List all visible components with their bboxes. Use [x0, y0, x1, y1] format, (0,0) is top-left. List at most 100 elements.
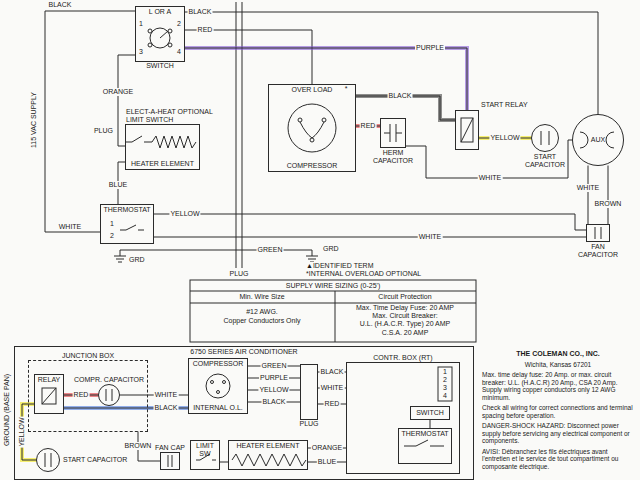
supply-wire — [45, 11, 135, 232]
wire-label: GRD — [128, 256, 146, 264]
wire-color-label: WHITE — [576, 184, 601, 192]
switch-terminal — [168, 43, 172, 47]
part-name: THERMOSTAT — [103, 206, 150, 214]
table-frame — [190, 280, 476, 342]
wire-label: *INTERNAL OVERLOAD OPTIONAL — [305, 270, 422, 278]
relay-coil — [461, 118, 473, 142]
part-name: HEATER ELEMENT — [131, 160, 194, 168]
capacitor-box: FAN CAPACITOR — [586, 224, 610, 242]
wire — [608, 166, 609, 225]
part-name: SWITCH — [146, 62, 174, 70]
part-name: FAN CAPACITOR — [575, 243, 621, 259]
switch-terminal — [148, 29, 152, 33]
part-name: COMPRESSOR — [287, 162, 338, 170]
wire-color-label: YELLOW — [258, 386, 289, 394]
switch-contact — [160, 31, 168, 38]
wire-label: Copper Conductors Only — [222, 317, 301, 325]
wire-color-label: ORANGE — [311, 444, 343, 452]
relay-coil — [42, 388, 56, 404]
part-name: HERM CAPACITOR — [370, 149, 416, 165]
wire-label: 2 — [442, 376, 448, 384]
fan-winding — [580, 132, 614, 148]
part-name: SWITCH — [416, 409, 444, 417]
table-grid — [190, 291, 476, 342]
wire-color-label: GREEN — [261, 362, 288, 370]
wire-color-label: YELLOW — [18, 416, 26, 447]
wire — [588, 166, 589, 225]
plug-bundle — [236, 2, 242, 268]
part-name: START RELAY — [481, 101, 528, 109]
wire-label: 1 — [442, 368, 448, 376]
wire-label: 3 — [442, 384, 448, 392]
compressor-box: OVER LOAD COMPRESSOR — [268, 84, 356, 172]
note-text: DANGER-SHOCK HAZARD: Disconnect power su… — [482, 422, 634, 445]
wire-color-label: RED — [324, 400, 341, 408]
wire-color-label: WHITE — [478, 174, 503, 182]
wire-label: 115 VAC SUPPLY — [30, 91, 38, 149]
heater-element: HEATER ELEMENT — [228, 440, 308, 470]
wire-label: Max. Time Delay Fuse: 20 AMP — [355, 304, 455, 312]
part-name: PLUG — [299, 420, 318, 428]
capacitor-plates — [595, 227, 601, 239]
capacitor-circle: START CAPACITOR — [531, 124, 559, 152]
note-text: THE COLEMAN CO., INC. — [482, 350, 634, 358]
capacitor-plates — [541, 131, 549, 145]
compressor-winding — [300, 122, 324, 138]
relay-coil — [461, 118, 473, 142]
wire-color-label: YELLOW — [169, 210, 200, 218]
limit-switch: LIMIT SW — [190, 440, 220, 470]
wire-label: 2 — [176, 20, 182, 28]
part-name: FAN CAP — [155, 444, 185, 452]
compressor-motor — [288, 104, 336, 152]
wire-label: #12 AWG. — [245, 308, 279, 316]
wire-color-label: BLUE — [108, 181, 128, 189]
wire-color-label: YELLOW — [489, 134, 520, 142]
wire-color-label: BLUE — [317, 458, 337, 466]
wire-label: GRD — [322, 245, 340, 253]
note-text: Wichita, Kansas 67201 — [482, 361, 634, 369]
wire-color-label: BROWN — [124, 442, 153, 450]
compressor-terminal — [217, 391, 220, 394]
wire — [154, 237, 587, 238]
part-name: 6750 SERIES AIR CONDITIONER — [190, 348, 297, 356]
wire-color-label: BLACK — [320, 368, 345, 376]
wire-label: BLACK — [48, 1, 73, 9]
note-text: AVISI: Débranchez les fils électriques a… — [482, 448, 634, 471]
wire-color-label: WHITE — [320, 384, 345, 392]
part-name: LIMIT SW — [191, 442, 219, 458]
note-text: Max. time delay fuse: 20 Amp. or max. ci… — [482, 371, 634, 401]
part-name: CONTR. BOX (RT) — [373, 354, 432, 362]
wire-label: SUPPLY WIRE SIZING (0-25') — [285, 282, 381, 290]
capacitor-circle: COMPR. CAPACITOR — [98, 384, 120, 406]
wire-color-label: BLACK — [188, 8, 213, 16]
wire — [118, 55, 136, 146]
wire — [406, 140, 573, 178]
capacitor-plates — [384, 124, 402, 142]
wire-label: GREEN — [257, 246, 284, 254]
wire-label: 1 — [138, 20, 144, 28]
wire-color-label: BLACK — [262, 398, 287, 406]
wire-color-label: BLACK — [388, 92, 413, 100]
wire-label: 3 — [138, 48, 144, 56]
wire — [185, 48, 468, 111]
wire-label: 4 — [442, 392, 448, 400]
part-name: THERMOSTAT — [401, 430, 448, 438]
wire-color-label: PURPLE — [259, 374, 289, 382]
wire-label: 2 — [109, 232, 115, 240]
wire-label: * — [344, 85, 349, 93]
part-name: OVER LOAD — [292, 86, 333, 94]
capacitor-box: HERM CAPACITOR — [380, 118, 406, 148]
heater-coil — [152, 136, 196, 148]
notes-column: THE COLEMAN CO., INC. Wichita, Kansas 672… — [482, 350, 634, 473]
wire-label: ▲IDENTIFIED TERM — [305, 262, 374, 270]
fan-motor: AUX — [572, 114, 624, 166]
part-name: ELECT-A-HEAT OPTIONAL — [126, 108, 213, 116]
compressor-terminal — [310, 138, 314, 142]
wire-color-label: BLACK — [154, 404, 179, 412]
wire — [185, 30, 313, 85]
capacitor-box: FAN CAP — [160, 452, 180, 470]
wire-color-label: BROWN — [594, 200, 623, 208]
compressor-motor — [206, 374, 230, 398]
relay-coil — [42, 388, 56, 404]
capacitor-plates — [106, 389, 112, 401]
